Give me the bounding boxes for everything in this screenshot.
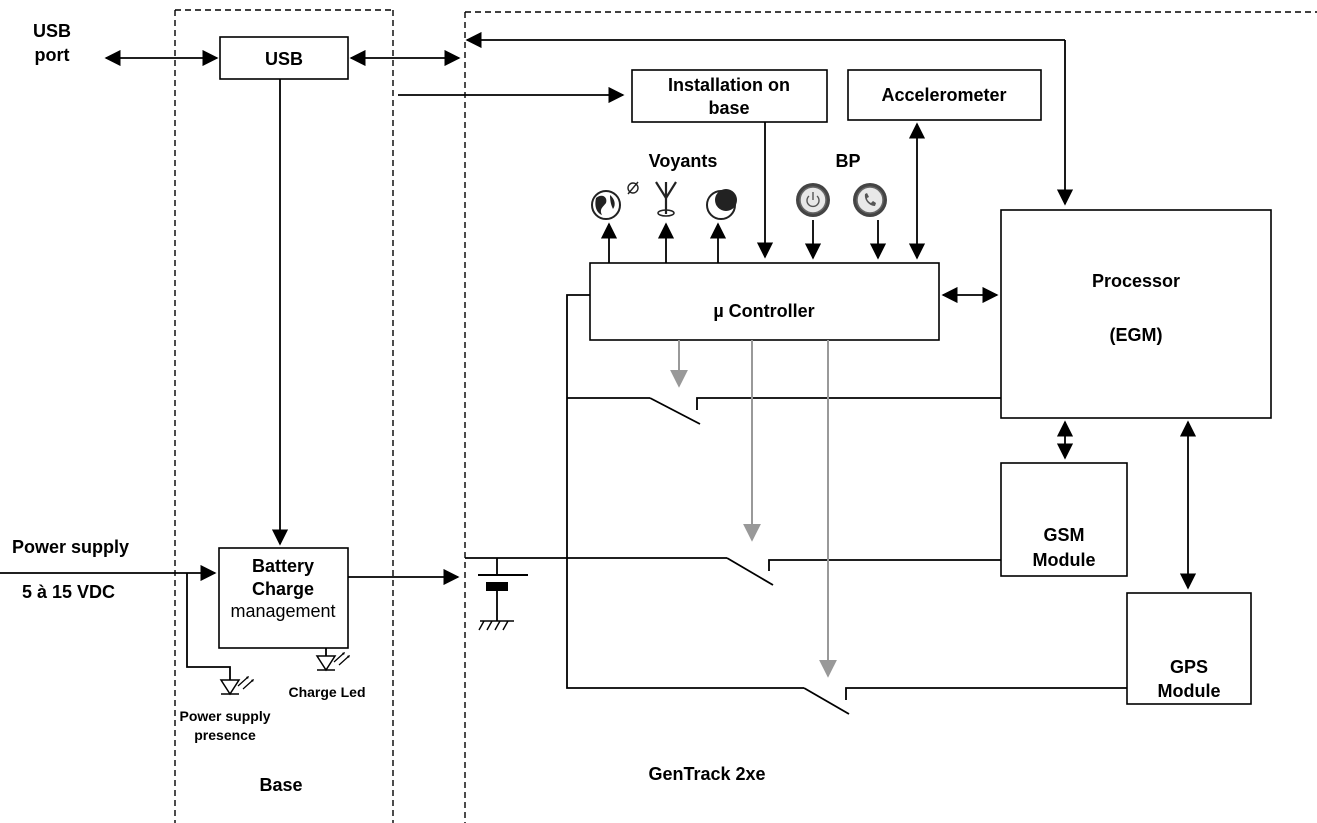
power-button-icon [796, 183, 830, 217]
power-bus-line [566, 294, 804, 689]
base-label: Base [259, 775, 302, 795]
usb-port-label-2: port [35, 45, 70, 65]
power-presence-label-2: presence [194, 727, 256, 743]
battery-charge-box [218, 547, 349, 649]
switch-gps-wire-right [845, 687, 1127, 700]
base-region [174, 9, 394, 823]
processor-label-2: (EGM) [1110, 325, 1163, 345]
gentrack-region [464, 11, 1317, 823]
usb-box [219, 36, 349, 80]
voyants-label: Voyants [649, 151, 718, 171]
switch-processor-wire-right [696, 397, 1001, 410]
led-icon [219, 676, 254, 696]
power-presence-label-1: Power supply [179, 708, 270, 724]
gps-label-2: Module [1158, 681, 1221, 701]
gsm-label-1: GSM [1043, 525, 1084, 545]
antenna-icon [655, 181, 677, 217]
processor-box [1000, 209, 1272, 419]
charge-led-label: Charge Led [288, 684, 365, 700]
accelerometer-label: Accelerometer [881, 85, 1006, 105]
gps-label-1: GPS [1170, 657, 1208, 677]
switch-icon [649, 397, 701, 425]
usb-box-label: USB [265, 49, 303, 69]
gsm-label-2: Module [1033, 550, 1096, 570]
ground-icon [478, 620, 514, 631]
accelerometer-box [847, 69, 1042, 121]
installation-box [631, 69, 828, 123]
globe-icon [591, 181, 639, 220]
moon-icon [706, 189, 737, 220]
installation-label-1: Installation on [668, 75, 790, 95]
switch-icon [726, 557, 774, 586]
gentrack-label: GenTrack 2xe [648, 764, 765, 784]
switch-icon [803, 687, 850, 715]
installation-label-2: base [708, 98, 749, 118]
usb-port-label: USB [33, 21, 71, 41]
battery-label-2: Charge [252, 579, 314, 599]
controller-label: µ Controller [713, 301, 814, 321]
presence-led-wire [186, 573, 231, 680]
voltage-label: 5 à 15 VDC [22, 582, 115, 602]
switch-gsm-wire-right [768, 559, 1001, 571]
phone-button-icon [853, 183, 887, 217]
bp-label: BP [835, 151, 860, 171]
battery-label-1: Battery [252, 556, 314, 576]
battery-label-3: management [230, 601, 335, 621]
battery-icon [478, 558, 528, 621]
processor-label-1: Processor [1092, 271, 1180, 291]
gps-box [1126, 592, 1252, 705]
gsm-box [1000, 462, 1128, 577]
power-supply-label: Power supply [12, 537, 129, 557]
led-icon [315, 652, 350, 672]
controller-box [589, 262, 940, 341]
